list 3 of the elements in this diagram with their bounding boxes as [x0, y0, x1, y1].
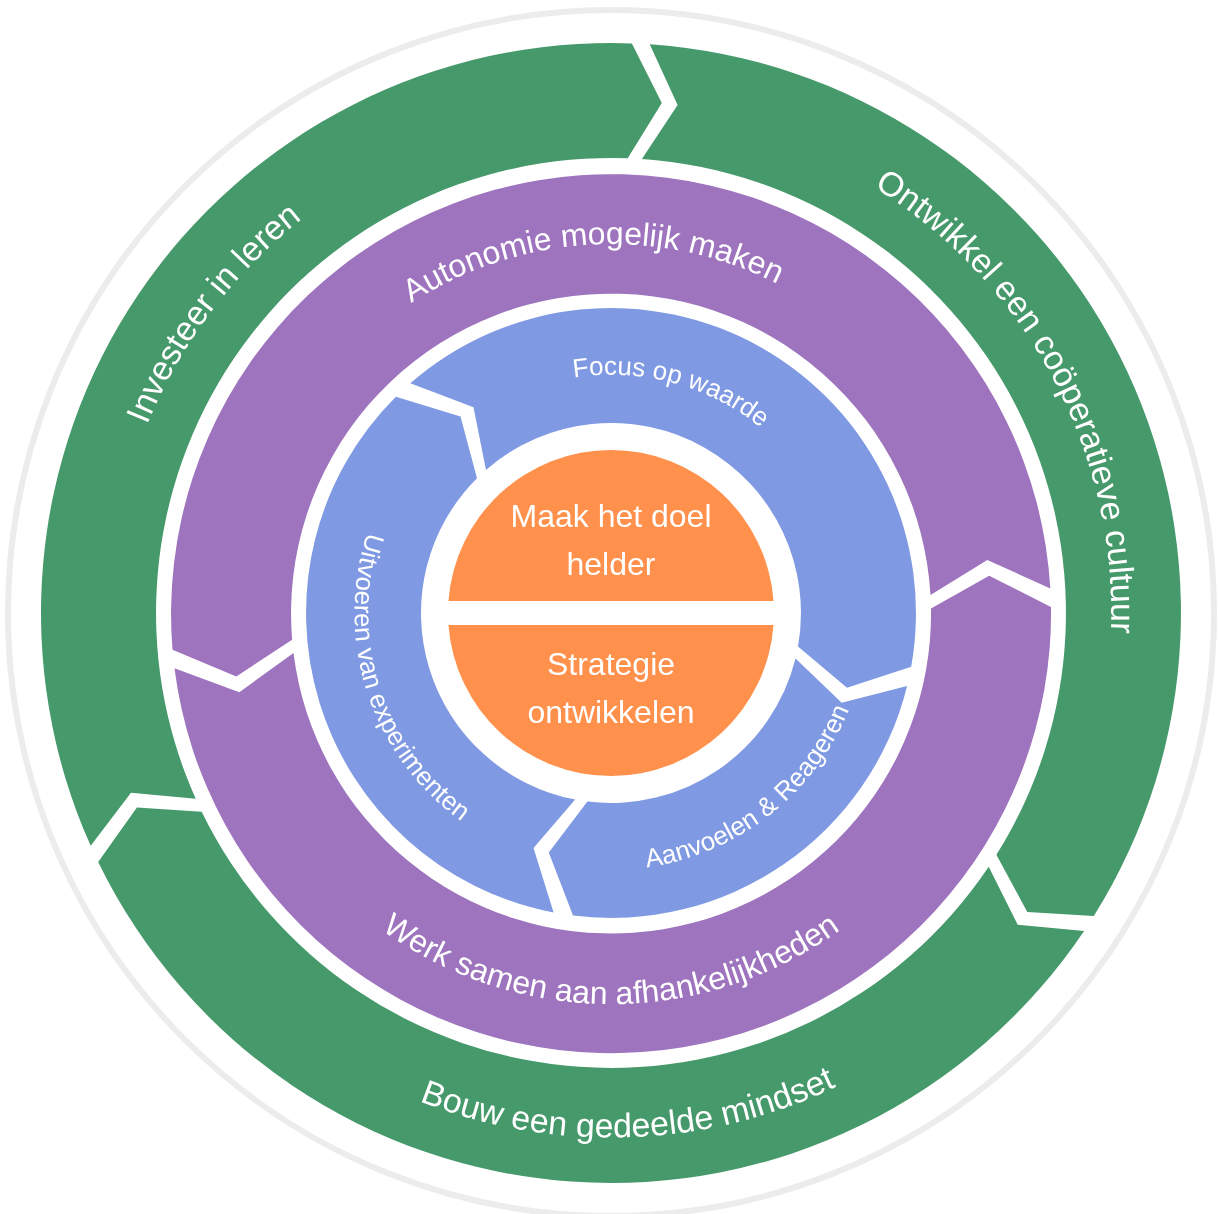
- segment-label: Bouw een gedeelde mindset: [416, 1058, 840, 1145]
- center-label: Strategie ontwikkelen: [526, 645, 696, 732]
- center-label: Maak het doel helder: [509, 497, 713, 584]
